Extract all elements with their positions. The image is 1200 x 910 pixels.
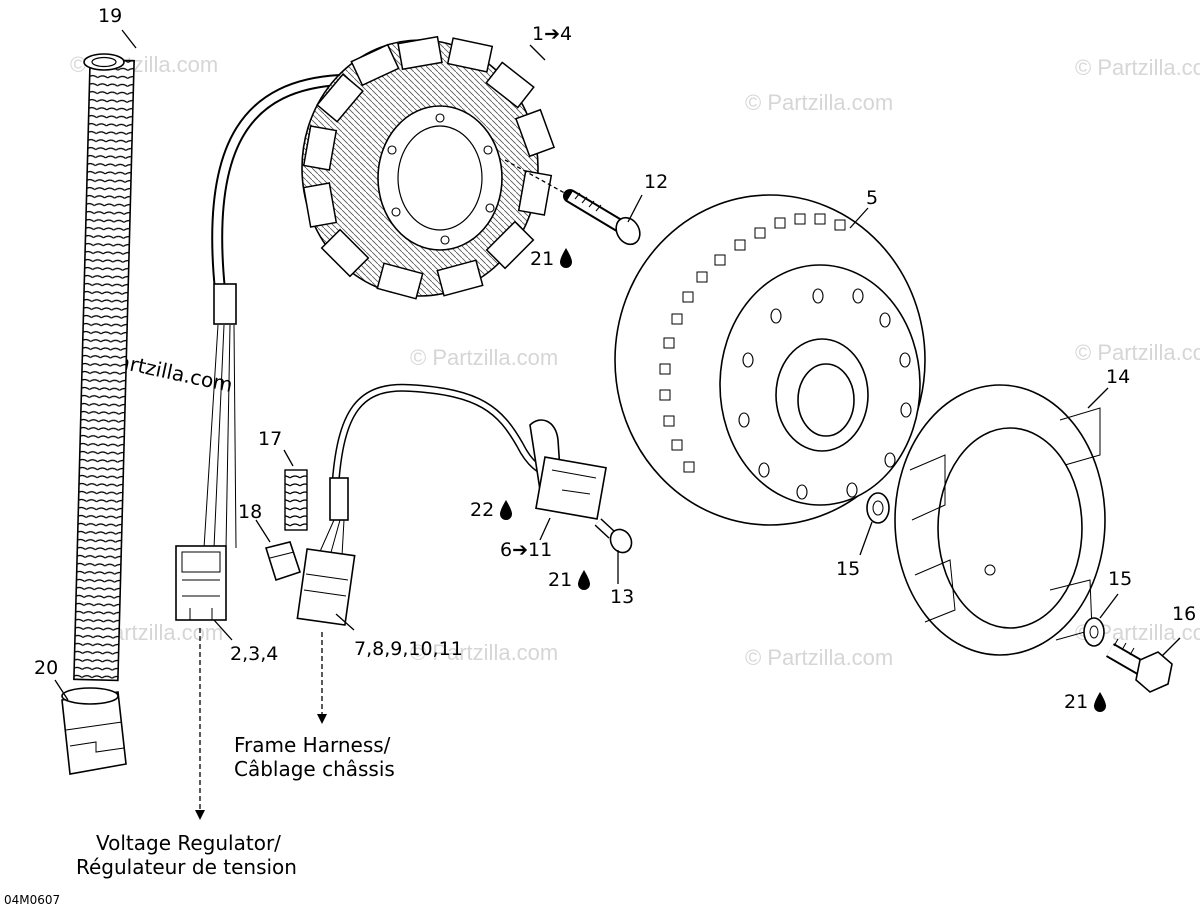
oil-drop-icon bbox=[578, 570, 590, 590]
watermark: © Partzilla.com bbox=[1075, 55, 1200, 80]
callout-16: 16 bbox=[1172, 603, 1196, 625]
bolt bbox=[1105, 638, 1173, 693]
sensor-connector bbox=[296, 548, 356, 626]
watermark: © Partzilla.com bbox=[745, 90, 893, 115]
callout-20: 20 bbox=[34, 657, 58, 679]
callout-21: 21 bbox=[548, 569, 572, 591]
callout-12: 12 bbox=[644, 171, 668, 193]
watermark: © Partzilla.com bbox=[1075, 340, 1200, 365]
watermark: © Partzilla.com bbox=[745, 645, 893, 670]
stator-connector bbox=[175, 545, 227, 621]
voltage-regulator-caption: Voltage Regulator/ bbox=[96, 831, 281, 855]
watermark: © Partzilla.com bbox=[410, 640, 558, 665]
screw bbox=[563, 189, 641, 246]
spring bbox=[284, 469, 308, 531]
starter-ring bbox=[894, 384, 1106, 656]
washer bbox=[866, 492, 890, 524]
oil-drop-icon bbox=[560, 248, 572, 268]
frame-harness-caption-fr: Câblage châssis bbox=[234, 757, 395, 781]
captions: Frame Harness/ Câblage châssis Voltage R… bbox=[76, 733, 395, 879]
stator-wire-harness bbox=[203, 74, 341, 549]
clamp bbox=[61, 687, 127, 775]
watermark: © Partzilla.com bbox=[410, 345, 558, 370]
callouts: 19 1➔4 12 21 5 14 15 15 16 21 17 18 22 6… bbox=[34, 5, 1196, 713]
sensor-wire bbox=[317, 383, 552, 557]
callout-6-11: 6➔11 bbox=[500, 539, 552, 561]
flywheel bbox=[614, 194, 926, 526]
screw-small bbox=[594, 518, 633, 554]
conduit-tube bbox=[73, 53, 135, 682]
oil-drop-icon bbox=[1094, 692, 1106, 712]
voltage-regulator-caption-fr: Régulateur de tension bbox=[76, 855, 297, 879]
clip bbox=[264, 541, 302, 582]
leader-lines bbox=[54, 29, 1181, 820]
callout-14: 14 bbox=[1106, 366, 1130, 388]
washer bbox=[1083, 617, 1105, 647]
oil-drop-icon bbox=[500, 500, 512, 520]
callout-18: 18 bbox=[238, 501, 262, 523]
callout-15: 15 bbox=[1108, 568, 1132, 590]
callout-15: 15 bbox=[836, 558, 860, 580]
callout-13: 13 bbox=[610, 586, 634, 608]
callout-5: 5 bbox=[866, 187, 878, 209]
callout-17: 17 bbox=[258, 428, 282, 450]
callout-21: 21 bbox=[530, 248, 554, 270]
callout-21: 21 bbox=[1064, 691, 1088, 713]
stator bbox=[301, 35, 556, 300]
callout-2-3-4: 2,3,4 bbox=[230, 643, 278, 665]
callout-7-11: 7,8,9,10,11 bbox=[354, 638, 463, 660]
diagram-ref-code: 04M0607 bbox=[4, 893, 60, 907]
callout-19: 19 bbox=[98, 5, 122, 27]
frame-harness-caption: Frame Harness/ bbox=[234, 733, 391, 757]
callout-1-4: 1➔4 bbox=[532, 23, 572, 45]
trigger-coil bbox=[529, 419, 607, 520]
callout-22: 22 bbox=[470, 499, 494, 521]
